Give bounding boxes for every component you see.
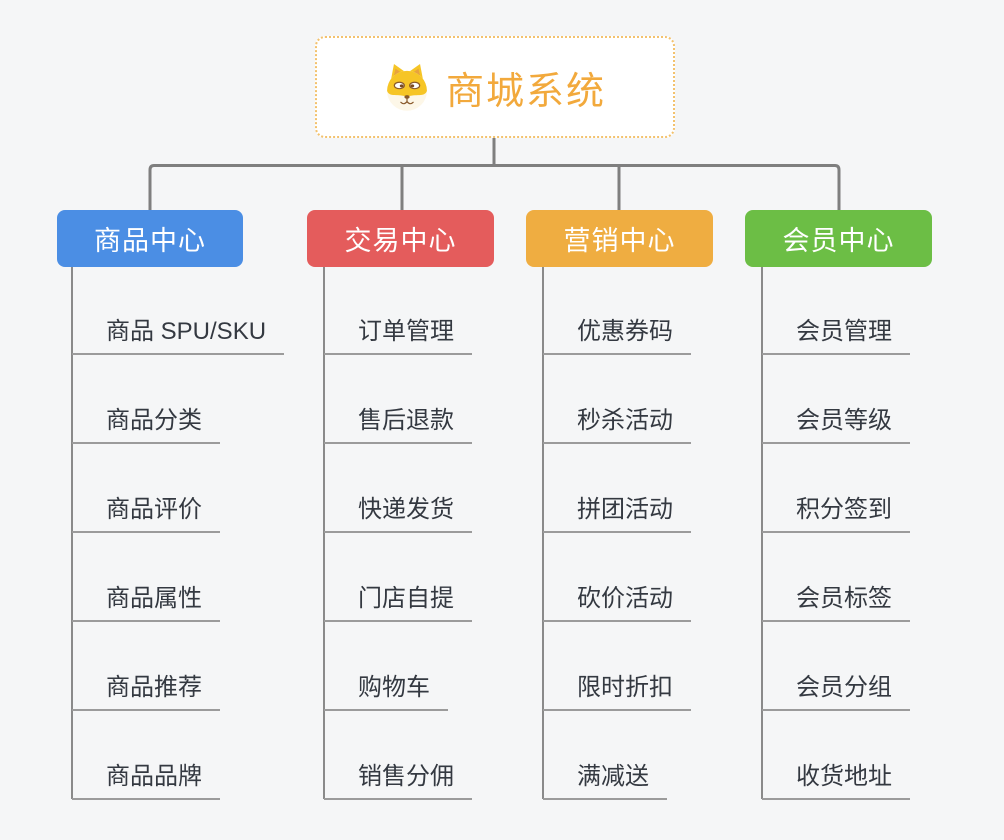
- branch-header-marketing[interactable]: 营销中心: [526, 210, 713, 267]
- node-limited-time-discount[interactable]: 限时折扣: [543, 671, 691, 711]
- node-group-buy[interactable]: 拼团活动: [543, 493, 691, 533]
- node-product-attribute[interactable]: 商品属性: [72, 582, 220, 622]
- branch-header-member[interactable]: 会员中心: [745, 210, 932, 267]
- root-node[interactable]: 商城系统: [315, 36, 675, 138]
- node-member-level[interactable]: 会员等级: [762, 404, 910, 444]
- node-product-review[interactable]: 商品评价: [72, 493, 220, 533]
- node-shipping-address[interactable]: 收货地址: [762, 760, 910, 800]
- node-product-spu-sku[interactable]: 商品 SPU/SKU: [72, 315, 285, 355]
- shiba-dog-icon: [387, 64, 427, 111]
- node-express-shipping[interactable]: 快递发货: [324, 493, 472, 533]
- node-spend-and-save[interactable]: 满减送: [543, 760, 667, 800]
- node-shopping-cart[interactable]: 购物车: [324, 671, 448, 711]
- branch-header-trade[interactable]: 交易中心: [307, 210, 494, 267]
- node-member-groups[interactable]: 会员分组: [762, 671, 910, 711]
- node-sales-commission[interactable]: 销售分佣: [324, 760, 472, 800]
- root-title: 商城系统: [445, 70, 606, 113]
- node-points-checkin[interactable]: 积分签到: [762, 493, 910, 533]
- node-store-pickup[interactable]: 门店自提: [324, 582, 472, 622]
- node-product-brand[interactable]: 商品品牌: [72, 760, 220, 800]
- branch-header-product[interactable]: 商品中心: [57, 210, 243, 267]
- node-product-recommend[interactable]: 商品推荐: [72, 671, 220, 711]
- node-bargain-activity[interactable]: 砍价活动: [543, 582, 691, 622]
- node-product-category[interactable]: 商品分类: [72, 404, 220, 444]
- node-order-management[interactable]: 订单管理: [324, 315, 472, 355]
- node-coupon-code[interactable]: 优惠券码: [543, 315, 691, 355]
- node-aftersale-refund[interactable]: 售后退款: [324, 404, 472, 444]
- node-member-tags[interactable]: 会员标签: [762, 582, 910, 622]
- node-flash-sale[interactable]: 秒杀活动: [543, 404, 691, 444]
- node-member-management[interactable]: 会员管理: [762, 315, 910, 355]
